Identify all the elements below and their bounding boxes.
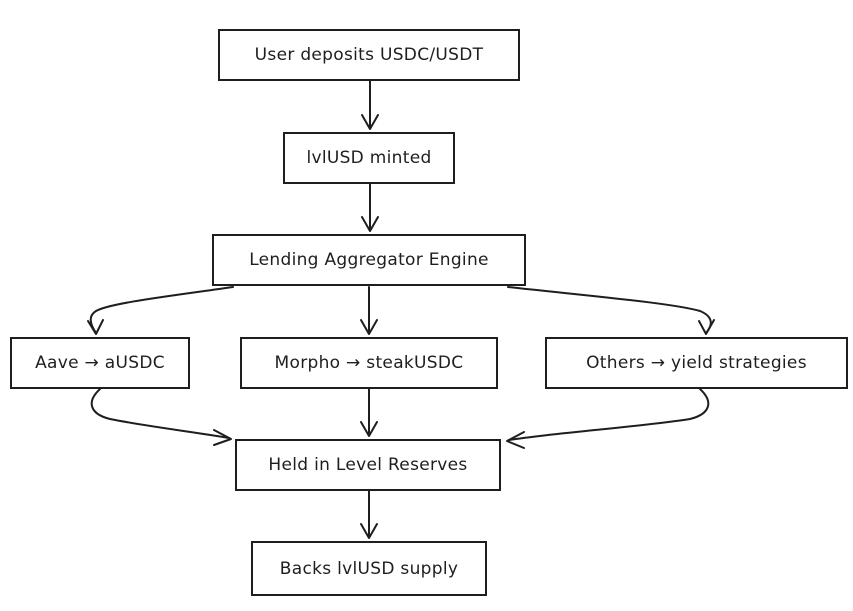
node-morpho: Morpho → steakUSDC xyxy=(240,337,498,389)
node-others: Others → yield strategies xyxy=(545,337,848,389)
edge-engine-to-others xyxy=(507,286,715,335)
node-backs-lvlusd-supply: Backs lvlUSD supply xyxy=(251,541,487,596)
node-lvlusd-minted: lvlUSD minted xyxy=(283,132,455,184)
node-level-reserves: Held in Level Reserves xyxy=(235,439,501,491)
edge-deposit-to-mint xyxy=(361,80,379,130)
edge-engine-to-morpho xyxy=(360,286,378,335)
edge-morpho-to-reserves xyxy=(360,388,378,437)
edge-aave-to-reserves xyxy=(90,388,232,446)
edge-others-to-reserves xyxy=(506,388,710,449)
node-lending-aggregator-engine: Lending Aggregator Engine xyxy=(212,234,526,286)
edge-engine-to-aave xyxy=(87,286,234,335)
edge-reserves-to-backs xyxy=(360,490,378,539)
node-user-deposits: User deposits USDC/USDT xyxy=(218,29,520,81)
edge-mint-to-engine xyxy=(361,183,379,232)
node-aave: Aave → aUSDC xyxy=(10,337,190,389)
